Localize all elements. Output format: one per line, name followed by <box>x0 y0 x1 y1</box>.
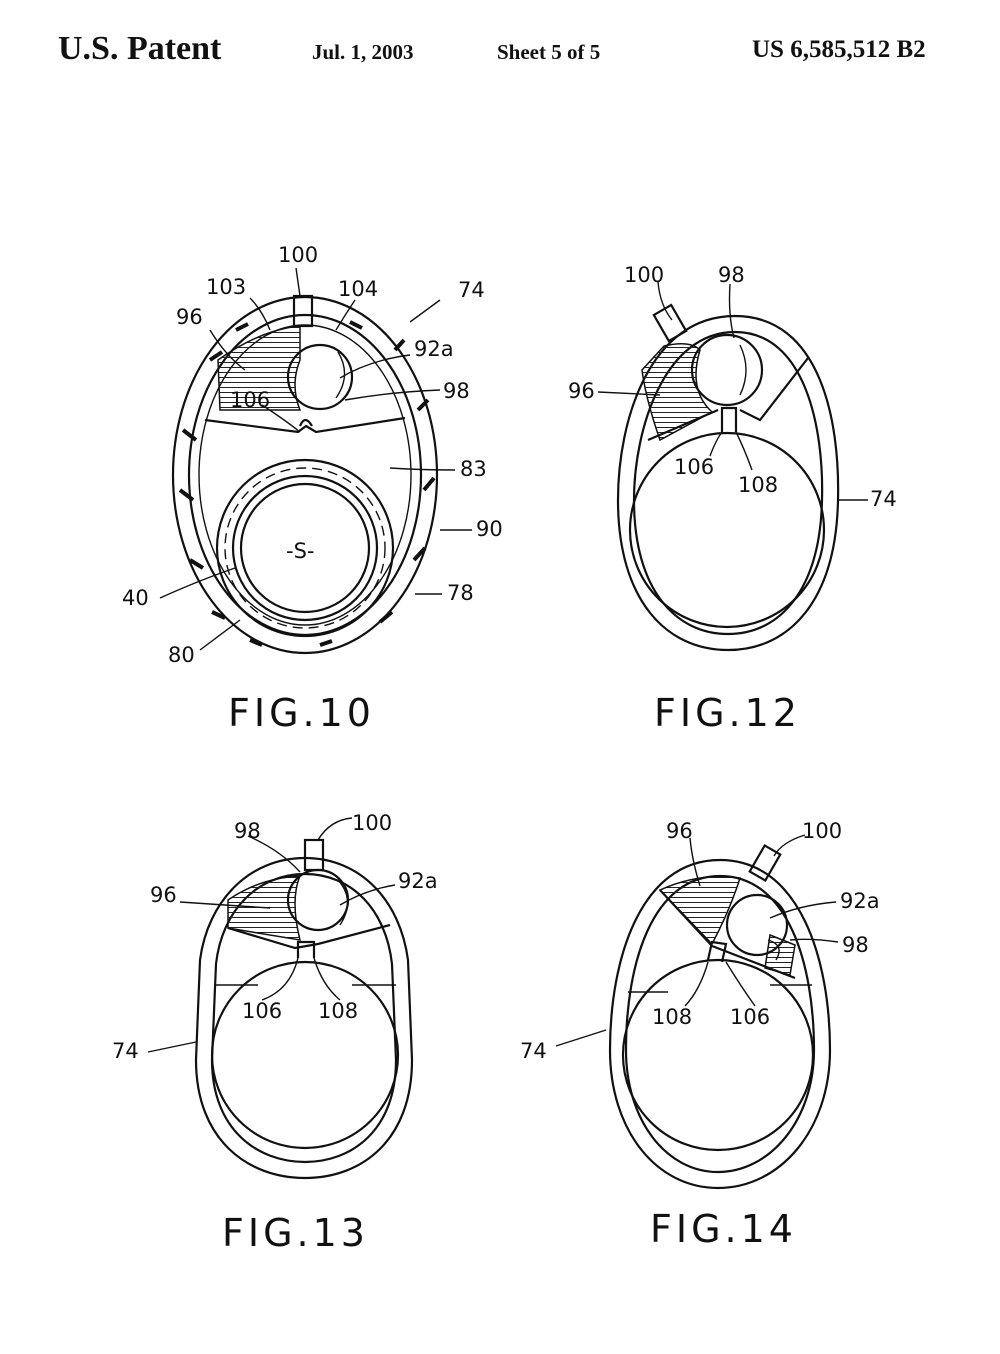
figure-13: 98 100 96 92a 106 108 74 FIG.13 <box>112 811 438 1255</box>
ref-74: 74 <box>870 487 897 511</box>
ref-108: 108 <box>318 999 358 1023</box>
ref-92a: 92a <box>840 889 880 913</box>
ref-92a: 92a <box>398 869 438 893</box>
inner-sheath <box>632 330 824 636</box>
ref-106: 106 <box>730 1005 770 1029</box>
ref-108: 108 <box>738 473 778 497</box>
outer-sheath <box>616 314 840 652</box>
figure-label-14: FIG.14 <box>650 1207 797 1251</box>
figure-14: 96 100 92a 98 108 106 74 FIG.14 <box>520 819 880 1251</box>
ref-74: 74 <box>112 1039 139 1063</box>
figure-label-12: FIG.12 <box>654 691 801 735</box>
ref-98: 98 <box>718 263 745 287</box>
outer-sheath <box>608 858 832 1190</box>
ref-74: 74 <box>520 1039 547 1063</box>
figure-12: 100 98 96 106 108 74 FIG.12 <box>568 263 897 735</box>
ref-106: 106 <box>242 999 282 1023</box>
ref-96: 96 <box>666 819 693 843</box>
ref-80: 80 <box>168 643 195 667</box>
ref-98: 98 <box>443 379 470 403</box>
ref-83: 83 <box>460 457 487 481</box>
ref-s: -S- <box>286 539 315 563</box>
ref-103: 103 <box>206 275 246 299</box>
ref-100: 100 <box>802 819 842 843</box>
shaft-circle <box>628 431 826 629</box>
shaft-circle <box>621 958 815 1152</box>
figure-10: 100 103 104 74 96 92a 98 106 83 90 -S- 4… <box>122 243 503 735</box>
inner-sheath <box>624 874 816 1174</box>
ref-74: 74 <box>458 278 485 302</box>
ref-96: 96 <box>150 883 177 907</box>
wall-marks <box>178 320 436 647</box>
ref-96: 96 <box>176 305 203 329</box>
ref-96: 96 <box>568 379 595 403</box>
ref-78: 78 <box>447 581 474 605</box>
ref-100: 100 <box>278 243 318 267</box>
ref-40: 40 <box>122 586 149 610</box>
figure-label-10: FIG.10 <box>228 691 375 735</box>
ref-104: 104 <box>338 277 378 301</box>
ref-106: 106 <box>230 388 270 412</box>
shaft-circle <box>210 960 400 1150</box>
patent-number: US 6,585,512 B2 <box>752 36 926 63</box>
ref-100: 100 <box>624 263 664 287</box>
patent-title: U.S. Patent <box>58 30 222 67</box>
outer-sheath <box>194 856 414 1180</box>
ref-108: 108 <box>652 1005 692 1029</box>
ref-106: 106 <box>674 455 714 479</box>
sheet-number: Sheet 5 of 5 <box>497 40 601 64</box>
ref-98: 98 <box>234 819 261 843</box>
ref-90: 90 <box>476 517 503 541</box>
patent-date: Jul. 1, 2003 <box>312 40 414 64</box>
ref-92a: 92a <box>414 337 454 361</box>
ref-100: 100 <box>352 811 392 835</box>
figure-label-13: FIG.13 <box>222 1211 369 1255</box>
ref-98: 98 <box>842 933 869 957</box>
